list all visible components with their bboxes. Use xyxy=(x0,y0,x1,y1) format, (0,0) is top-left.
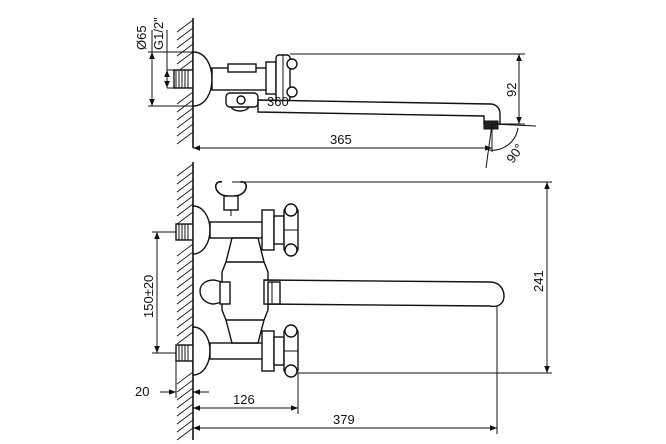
top-escutcheon xyxy=(192,51,213,107)
dim-top-height: 92 xyxy=(504,83,519,97)
wall-hatch-line xyxy=(176,395,194,409)
wall-hatch-line xyxy=(176,203,194,217)
top-diverter xyxy=(225,92,259,112)
front-dim-inlet-spout-lines xyxy=(193,373,299,414)
top-view: Ø65 G1/2" 360 92 365 90° xyxy=(134,17,537,169)
front-wall xyxy=(176,162,194,441)
wall-hatch-line xyxy=(176,163,194,177)
dim-angle: 90° xyxy=(503,141,527,166)
front-escutcheon-lower xyxy=(192,326,211,376)
wall-hatch-line xyxy=(176,371,194,385)
front-dim-offset-lines xyxy=(160,361,209,398)
wall-hatch-line xyxy=(176,27,194,41)
wall-hatch-line xyxy=(176,115,194,129)
front-spout xyxy=(263,279,505,308)
wall-hatch-line xyxy=(176,251,194,265)
front-lower-handle xyxy=(283,324,299,378)
top-handle-wheel xyxy=(265,54,298,102)
front-dim-spout-length-lines xyxy=(193,306,498,434)
wall-hatch-line xyxy=(176,123,194,137)
wall-hatch-line xyxy=(176,307,194,321)
dim-offset: 20 xyxy=(135,384,149,399)
wall-hatch-line xyxy=(176,379,194,393)
front-escutcheon-upper xyxy=(192,205,211,255)
front-inlet-upper xyxy=(175,223,194,241)
wall-hatch-line xyxy=(176,259,194,273)
wall-hatch-line xyxy=(176,243,194,257)
top-wall-inlet xyxy=(173,69,194,89)
wall-hatch-line xyxy=(176,387,194,401)
front-diverter xyxy=(199,279,231,305)
wall-hatch-line xyxy=(176,323,194,337)
front-view: 241 150±20 20 126 379 xyxy=(135,162,552,441)
front-dim-height-lines xyxy=(232,181,552,374)
wall-hatch-line xyxy=(176,91,194,105)
wall-hatch-line xyxy=(176,19,194,33)
wall-hatch-line xyxy=(176,131,194,145)
wall-hatch-line xyxy=(176,51,194,65)
wall-hatch-line xyxy=(176,315,194,329)
top-dim-length-lines xyxy=(193,124,493,152)
wall-hatch-line xyxy=(176,427,194,441)
dim-rotation: 360 xyxy=(267,94,289,109)
front-dim-center-lines xyxy=(152,231,176,354)
wall-hatch-line xyxy=(176,299,194,313)
wall-hatch-line xyxy=(176,267,194,281)
wall-hatch-line xyxy=(176,195,194,209)
wall-hatch-line xyxy=(176,35,194,49)
wall-hatch-line xyxy=(176,211,194,225)
shower-holder xyxy=(215,181,247,216)
wall-hatch-line xyxy=(176,331,194,345)
top-spout xyxy=(257,99,501,130)
dim-spout-length: 379 xyxy=(333,412,355,427)
front-inlet-lower xyxy=(175,344,194,362)
wall-hatch-line xyxy=(176,403,194,417)
front-upper-handle xyxy=(283,203,299,257)
wall-hatch-line xyxy=(176,179,194,193)
dim-diameter: Ø65 xyxy=(134,25,149,50)
top-dim-height-lines xyxy=(290,53,525,125)
wall-hatch-line xyxy=(176,419,194,433)
wall-hatch-line xyxy=(176,43,194,57)
dim-center-distance: 150±20 xyxy=(141,275,156,318)
wall-hatch-line xyxy=(176,171,194,185)
dim-inlet-to-spout: 126 xyxy=(233,392,255,407)
dim-top-length: 365 xyxy=(330,132,352,147)
wall-hatch-line xyxy=(176,291,194,305)
dim-front-height: 241 xyxy=(531,270,546,292)
wall-hatch-line xyxy=(176,187,194,201)
wall-hatch-line xyxy=(176,107,194,121)
wall-hatch-line xyxy=(176,275,194,289)
wall-hatch-line xyxy=(176,283,194,297)
dim-thread: G1/2" xyxy=(151,17,166,50)
top-dim-angle-lines xyxy=(485,123,537,169)
top-dim-lines xyxy=(148,30,193,107)
wall-hatch-line xyxy=(176,411,194,425)
front-central-body xyxy=(221,237,269,344)
front-upper-valve xyxy=(209,209,285,251)
